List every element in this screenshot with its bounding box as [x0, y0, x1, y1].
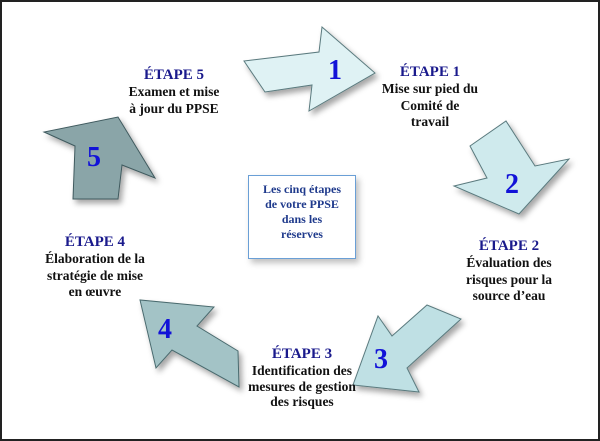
step-label-5: ÉTAPE 5 Examen et mise à jour du PPSE — [129, 66, 220, 117]
step-number-4: 4 — [158, 314, 172, 345]
step-text: Évaluation des risques pour la source d’… — [465, 255, 553, 303]
step-label-3: ÉTAPE 3 Identification des mesures de ge… — [248, 345, 356, 410]
step-number-1: 1 — [328, 55, 342, 86]
arrow-step-4 — [139, 299, 240, 388]
arrow-step-1 — [243, 26, 376, 112]
step-title: ÉTAPE 5 — [143, 67, 205, 83]
step-label-2: ÉTAPE 2 Évaluation des risques pour la s… — [466, 237, 552, 305]
arrow-step-2 — [452, 120, 571, 215]
step-title: ÉTAPE 2 — [478, 238, 540, 254]
step-title: ÉTAPE 4 — [64, 234, 126, 250]
step-number-5: 5 — [87, 142, 101, 173]
step-text: Identification des mesures de gestion de… — [248, 363, 356, 409]
step-label-4: ÉTAPE 4 Élaboration de la stratégie de m… — [45, 233, 145, 301]
arrow-step-3 — [352, 304, 462, 393]
step-text: Mise sur pied du Comité de travail — [381, 81, 479, 129]
step-text: Examen et mise à jour du PPSE — [128, 84, 220, 116]
step-text: Élaboration de la stratégie de mise en œ… — [45, 251, 145, 299]
step-title: ÉTAPE 3 — [271, 346, 333, 362]
center-title-box: Les cinq étapes de votre PPSE dans les r… — [248, 175, 356, 259]
step-label-1: ÉTAPE 1 Mise sur pied du Comité de trava… — [382, 63, 478, 131]
step-title: ÉTAPE 1 — [399, 64, 461, 80]
step-number-2: 2 — [505, 169, 519, 200]
step-number-3: 3 — [374, 344, 388, 375]
arrow-step-5 — [42, 116, 157, 200]
